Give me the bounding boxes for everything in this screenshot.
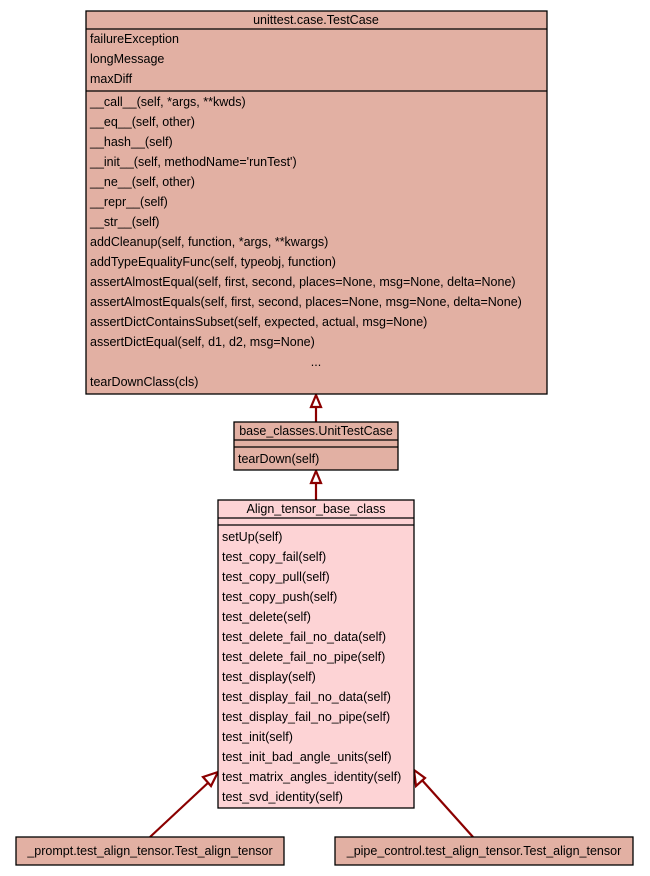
method: test_display(self) bbox=[222, 670, 316, 684]
inheritance-edges bbox=[149, 392, 474, 838]
method: __call__(self, *args, **kwds) bbox=[89, 95, 246, 109]
class-testcase[interactable]: unittest.case.TestCase failureException l… bbox=[85, 10, 548, 395]
arrowhead-icon bbox=[412, 767, 427, 789]
class-title: _pipe_control.test_align_tensor.Test_ali… bbox=[346, 844, 622, 858]
method: test_display_fail_no_data(self) bbox=[222, 690, 391, 704]
class-title: base_classes.UnitTestCase bbox=[239, 424, 393, 438]
method: test_matrix_angles_identity(self) bbox=[222, 770, 401, 784]
method: __eq__(self, other) bbox=[89, 115, 195, 129]
method: tearDownClass(cls) bbox=[90, 375, 198, 389]
method: test_display_fail_no_pipe(self) bbox=[222, 710, 390, 724]
class-title: unittest.case.TestCase bbox=[253, 13, 379, 27]
arrowhead-icon bbox=[309, 392, 323, 409]
method: __repr__(self) bbox=[89, 195, 168, 209]
method: addCleanup(self, function, *args, **kwar… bbox=[90, 235, 328, 249]
method: __str__(self) bbox=[89, 215, 159, 229]
class-title: Align_tensor_base_class bbox=[247, 502, 386, 516]
method: test_delete_fail_no_pipe(self) bbox=[222, 650, 385, 664]
edge-prompt-to-align bbox=[149, 780, 211, 838]
method: __hash__(self) bbox=[89, 135, 173, 149]
method: tearDown(self) bbox=[238, 452, 319, 466]
method: assertAlmostEqual(self, first, second, p… bbox=[90, 275, 516, 289]
method: setUp(self) bbox=[222, 530, 282, 544]
method: test_delete(self) bbox=[222, 610, 311, 624]
ellipsis: ... bbox=[311, 355, 321, 369]
class-align-tensor-base[interactable]: Align_tensor_base_class setUp(self) test_… bbox=[217, 499, 415, 809]
method: test_copy_pull(self) bbox=[222, 570, 330, 584]
class-prompt-test-align-tensor[interactable]: _prompt.test_align_tensor.Test_align_ten… bbox=[15, 836, 285, 866]
method: test_init_bad_angle_units(self) bbox=[222, 750, 392, 764]
method: test_svd_identity(self) bbox=[222, 790, 343, 804]
method: assertDictEqual(self, d1, d2, msg=None) bbox=[90, 335, 315, 349]
class-title: _prompt.test_align_tensor.Test_align_ten… bbox=[26, 844, 272, 858]
method: __init__(self, methodName='runTest') bbox=[89, 155, 297, 169]
arrowhead-icon bbox=[201, 770, 221, 788]
method: test_copy_fail(self) bbox=[222, 550, 326, 564]
attribute: longMessage bbox=[90, 52, 164, 66]
arrowhead-icon bbox=[309, 468, 323, 485]
method: __ne__(self, other) bbox=[89, 175, 195, 189]
class-unittestcase[interactable]: base_classes.UnitTestCase tearDown(self) bbox=[233, 421, 399, 471]
method: test_copy_push(self) bbox=[222, 590, 337, 604]
method: test_delete_fail_no_data(self) bbox=[222, 630, 386, 644]
attribute: failureException bbox=[90, 32, 179, 46]
edge-pipe-to-align bbox=[420, 778, 474, 838]
attribute: maxDiff bbox=[90, 72, 133, 86]
class-pipe-control-test-align-tensor[interactable]: _pipe_control.test_align_tensor.Test_ali… bbox=[334, 836, 634, 866]
method: assertAlmostEquals(self, first, second, … bbox=[90, 295, 522, 309]
method: assertDictContainsSubset(self, expected,… bbox=[90, 315, 427, 329]
method: test_init(self) bbox=[222, 730, 293, 744]
method: addTypeEqualityFunc(self, typeobj, funct… bbox=[90, 255, 336, 269]
